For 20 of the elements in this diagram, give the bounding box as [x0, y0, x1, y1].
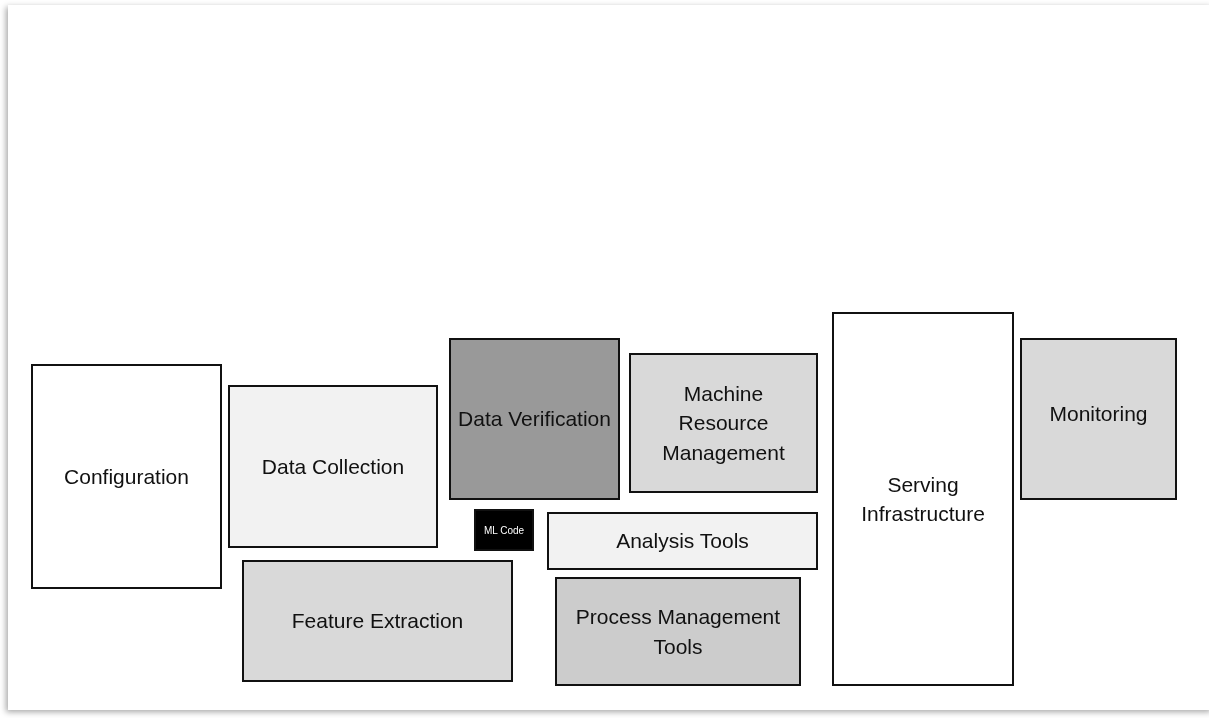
component-box	[547, 512, 818, 570]
component-label: Process Management Tools	[574, 604, 782, 660]
component-label: Monitoring	[1049, 401, 1148, 427]
component-box	[228, 385, 438, 548]
component-label: Machine Resource Management	[661, 380, 786, 466]
component-box	[1020, 338, 1177, 500]
component-box	[449, 338, 620, 500]
component-box	[242, 560, 513, 682]
component-label: Serving Infrastructure	[860, 471, 986, 527]
component-box	[629, 353, 818, 493]
component-label: Data Verification	[457, 406, 612, 433]
component-label: Analysis Tools	[615, 528, 750, 555]
component-label: Data Collection	[260, 453, 406, 480]
component-label: ML Code	[483, 523, 525, 537]
component-box	[474, 509, 534, 551]
component-box	[555, 577, 801, 686]
component-label: Configuration	[63, 463, 190, 490]
component-box	[31, 364, 222, 589]
component-box	[832, 312, 1014, 686]
component-label: Feature Extraction	[290, 608, 465, 635]
